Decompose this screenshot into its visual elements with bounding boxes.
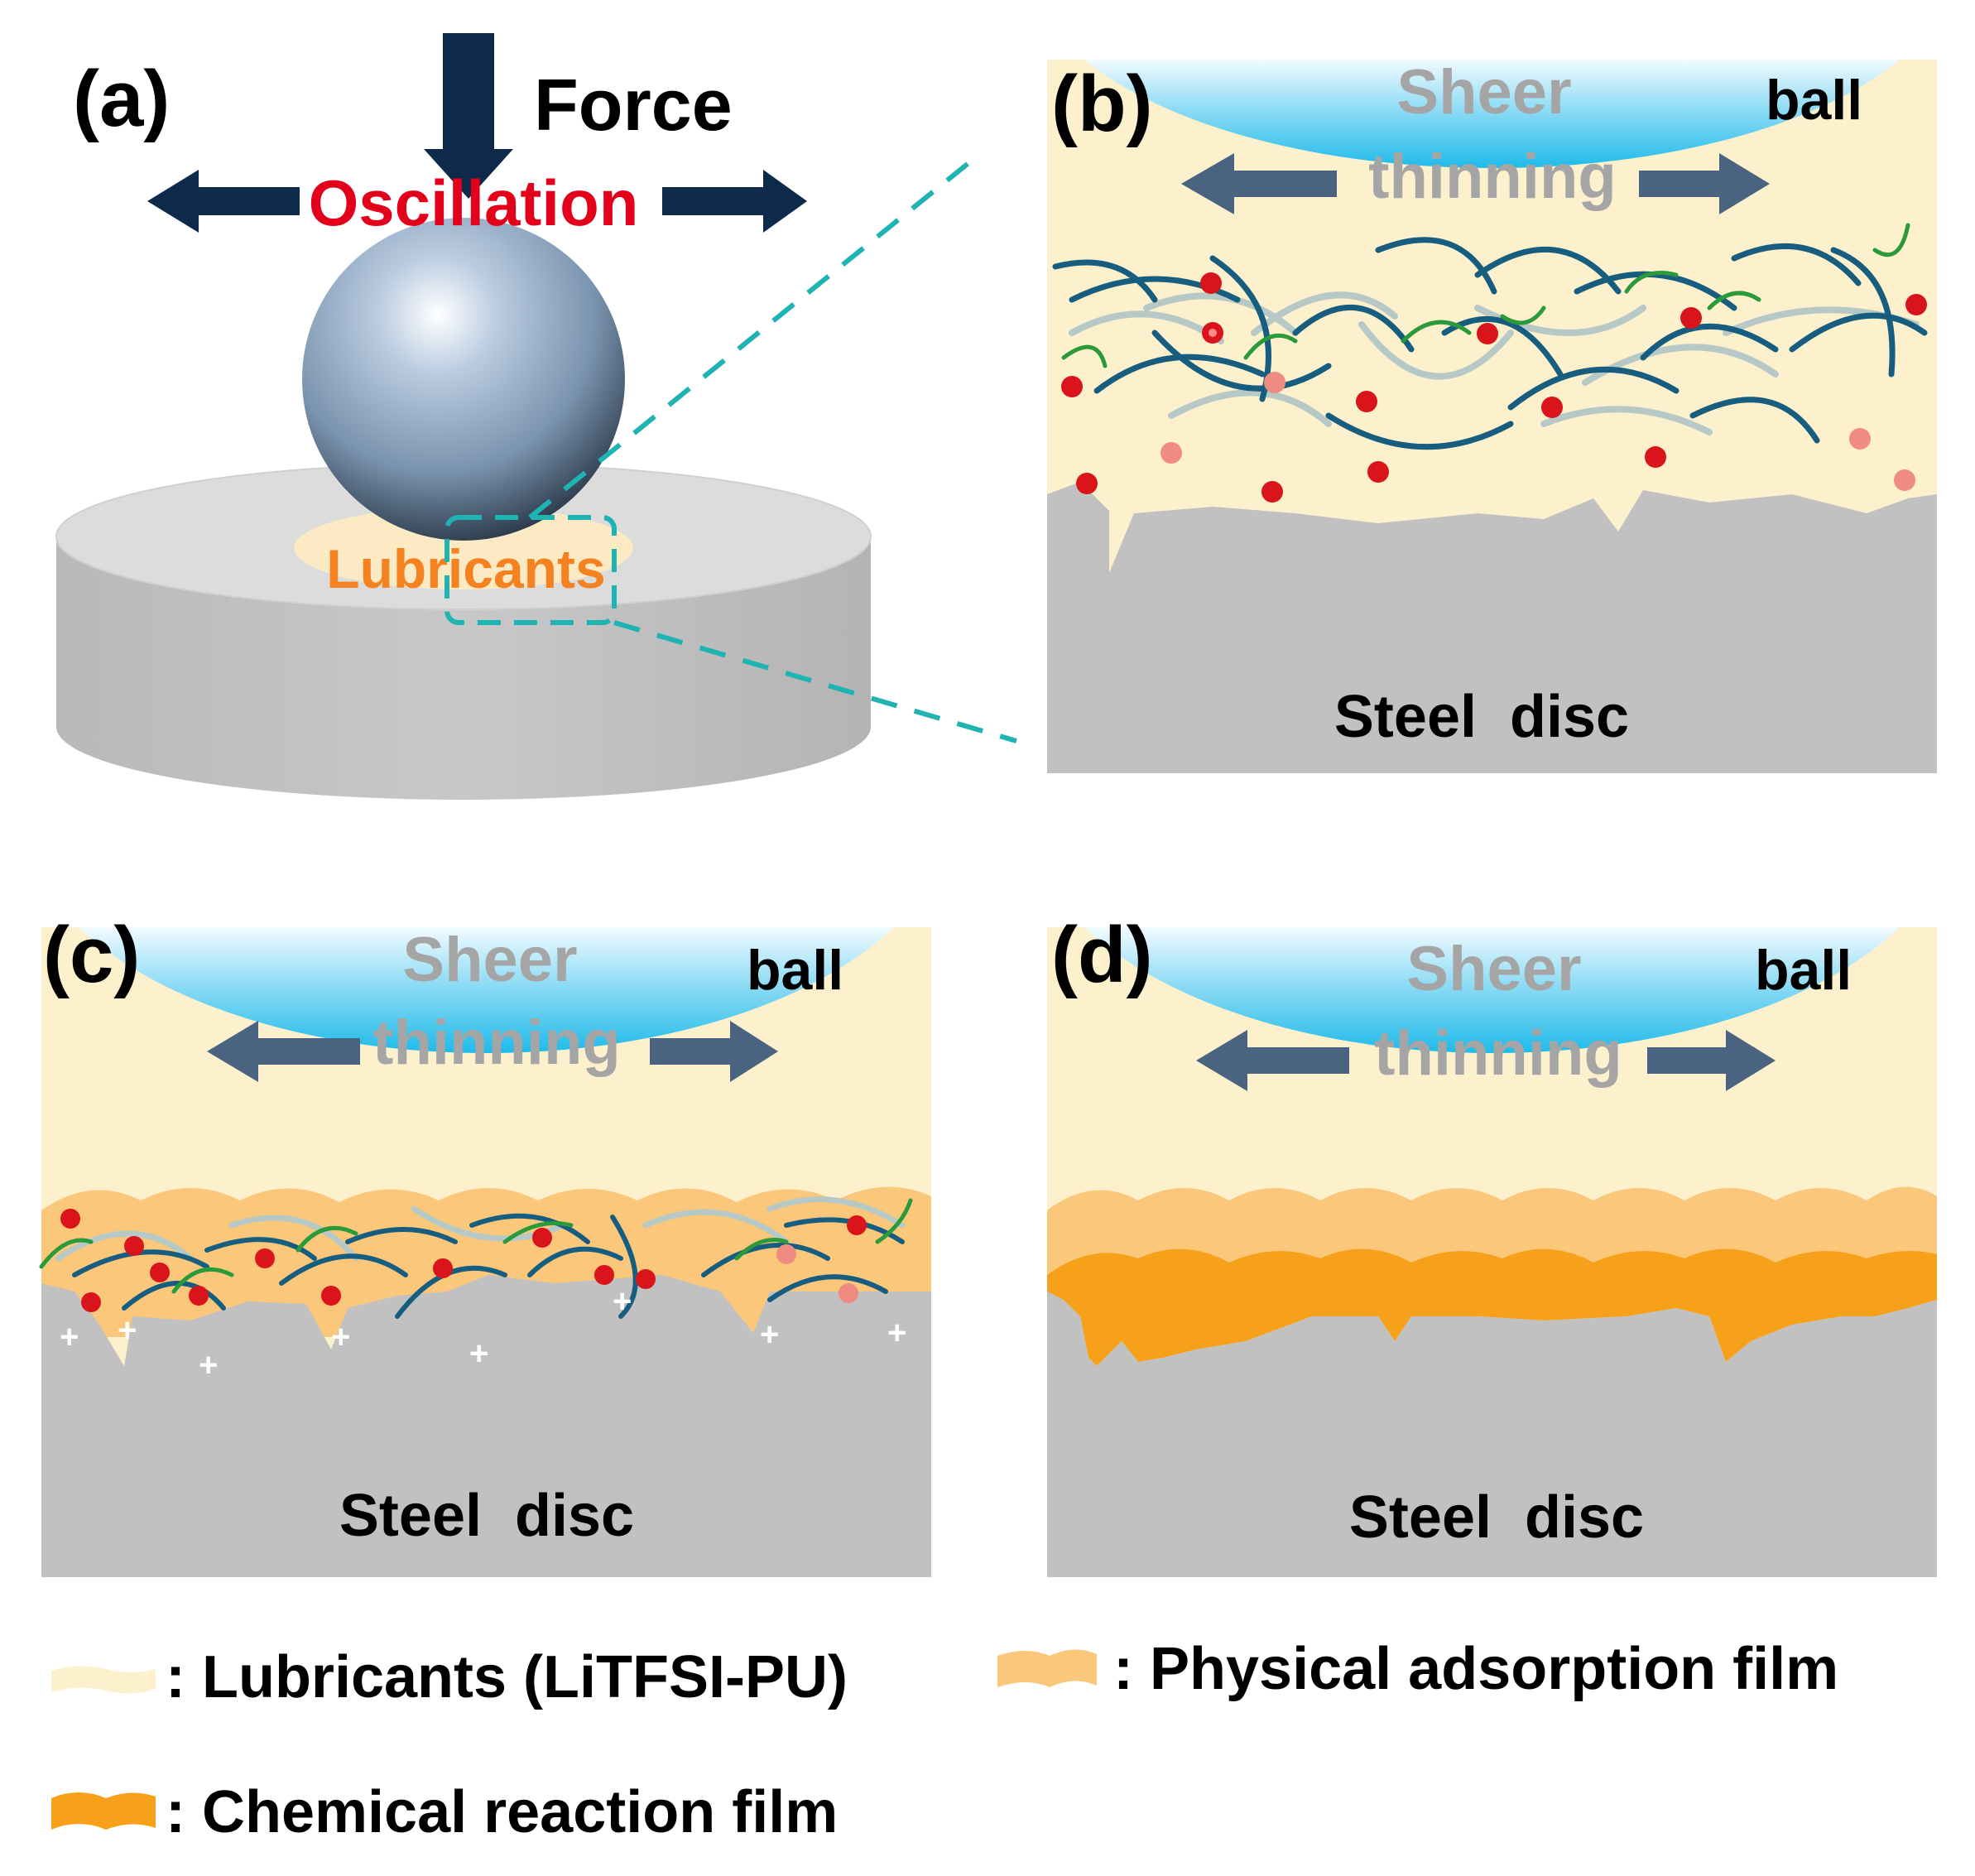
legend-physical: : Physical adsorption film xyxy=(997,1636,1838,1702)
steel-disc-label: Steel disc xyxy=(1334,684,1629,750)
zoom-line-bottom xyxy=(613,620,1017,743)
svg-text:+: + xyxy=(60,1319,79,1355)
legend-physical-swatch xyxy=(997,1649,1097,1687)
red-beads xyxy=(1061,272,1927,503)
panel-b-label: (b) xyxy=(1051,60,1153,148)
sheer-label: Sheer xyxy=(1396,57,1571,127)
ball-surface xyxy=(1084,927,1900,1053)
panel-d-label: (d) xyxy=(1051,911,1153,999)
legend-lubricant: : Lubricants (LiTFSI-PU) xyxy=(51,1644,848,1710)
ball-surface xyxy=(1084,60,1900,169)
zoom-line-top xyxy=(528,151,983,520)
thinning-label: thinning xyxy=(1374,1018,1622,1089)
steel-surface xyxy=(1047,482,1937,773)
svg-text:+: + xyxy=(760,1316,779,1353)
steel-disc-label: Steel disc xyxy=(339,1483,634,1549)
legend-chemical: : Chemical reaction film xyxy=(51,1779,838,1845)
panel-c: + + + + + + + + Sheer thinning ball Stee… xyxy=(39,911,931,1577)
panel-d: Sheer thinning ball Steel disc (d) xyxy=(1047,911,1937,1577)
panel-a: (a) Force Oscillation Lubricants xyxy=(55,33,1017,800)
steel-surface xyxy=(1047,1292,1937,1577)
polymer-chains xyxy=(1052,223,1928,450)
red-beads xyxy=(60,1209,867,1312)
sheer-label: Sheer xyxy=(1406,934,1581,1004)
shear-left-arrow xyxy=(207,1021,360,1082)
shear-right-arrow xyxy=(650,1021,778,1082)
shear-right-arrow xyxy=(1639,153,1770,214)
svg-text:+: + xyxy=(199,1347,218,1383)
svg-text:+: + xyxy=(118,1312,137,1349)
steel-surface xyxy=(41,1275,931,1577)
polymer-chains xyxy=(39,1196,913,1319)
legend-lubricant-swatch xyxy=(51,1666,156,1694)
svg-text:+: + xyxy=(613,1283,632,1320)
ball-label: ball xyxy=(747,939,843,1002)
ball-label: ball xyxy=(1766,69,1862,132)
shear-left-arrow xyxy=(1181,153,1337,214)
ball-surface xyxy=(79,927,894,1053)
shear-left-arrow xyxy=(1196,1030,1349,1091)
legend-chemical-label: : Chemical reaction film xyxy=(166,1779,838,1845)
plus-charges: + + + + + + + + xyxy=(60,1283,906,1383)
ball-label: ball xyxy=(1755,939,1852,1002)
zoom-box xyxy=(444,515,617,625)
lubricants-label: Lubricants xyxy=(326,538,605,599)
oscillation-left-arrow xyxy=(147,170,300,233)
steel-ball-sphere xyxy=(302,218,625,541)
svg-text:+: + xyxy=(331,1319,350,1355)
lubricant-puddle xyxy=(294,507,633,589)
oscillation-label: Oscillation xyxy=(309,166,639,239)
legend-physical-label: : Physical adsorption film xyxy=(1113,1636,1838,1702)
legend: : Lubricants (LiTFSI-PU) : Physical adso… xyxy=(51,1636,1838,1845)
chemical-reaction-film xyxy=(1047,1248,1937,1366)
steel-disc-label: Steel disc xyxy=(1349,1484,1644,1551)
legend-lubricant-label: : Lubricants (LiTFSI-PU) xyxy=(166,1644,848,1710)
svg-text:+: + xyxy=(887,1315,906,1351)
panel-b: Sheer thinning ball Steel disc (b) xyxy=(1047,57,1937,773)
panel-c-label: (c) xyxy=(43,911,140,999)
svg-text:+: + xyxy=(469,1335,488,1372)
shear-right-arrow xyxy=(1647,1030,1776,1091)
thinning-label: thinning xyxy=(1368,142,1617,212)
legend-chemical-swatch xyxy=(51,1792,156,1830)
thinning-label: thinning xyxy=(372,1008,621,1078)
panel-a-label: (a) xyxy=(73,55,170,143)
force-arrow xyxy=(424,33,513,199)
oscillation-right-arrow xyxy=(662,170,807,233)
force-label: Force xyxy=(534,64,733,146)
sheer-label: Sheer xyxy=(402,925,577,995)
